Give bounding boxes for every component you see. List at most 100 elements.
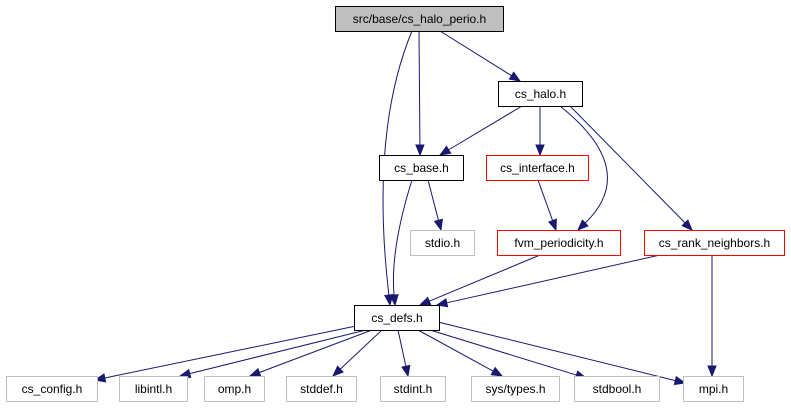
node-systypes: sys/types.h: [471, 376, 560, 402]
edge-line: [259, 329, 373, 373]
node-box: [286, 376, 357, 402]
edge-cs_rank_neighbors-to-mpi: [707, 255, 717, 378]
arrow-head: [707, 365, 717, 378]
node-box: [644, 230, 785, 256]
node-box: [380, 376, 446, 402]
edge-line: [104, 325, 357, 379]
edge-cs_base-to-cs_defs: [389, 179, 413, 307]
node-label: stdio.h: [425, 236, 460, 250]
node-box: [410, 230, 475, 256]
node-label: fvm_periodicity.h: [514, 236, 603, 250]
arrow-head: [490, 366, 504, 377]
edge-line: [429, 329, 577, 376]
arrow-head: [401, 364, 411, 378]
edges-layer: [93, 30, 717, 386]
edge-line: [439, 30, 512, 77]
node-cs-base[interactable]: cs_base.h: [379, 155, 464, 181]
edge-cs_defs-to-stdbool: [429, 329, 588, 380]
node-stddef: stddef.h: [286, 376, 357, 402]
edge-cs_defs-to-mpi: [437, 321, 687, 386]
node-label: stdbool.h: [593, 382, 642, 396]
arrow-head: [332, 365, 344, 377]
edge-cs_defs-to-stdint: [397, 329, 411, 378]
node-fvm-periodicity[interactable]: fvm_periodicity.h: [497, 230, 621, 256]
edge-line: [448, 105, 523, 151]
edge-cs_halo-to-fvm_periodicity: [559, 105, 608, 231]
arrow-head: [415, 144, 425, 157]
node-label: stddef.h: [300, 382, 343, 396]
node-box: [683, 376, 744, 402]
node-label: libintl.h: [135, 382, 172, 396]
edge-line: [382, 30, 413, 296]
node-cs-config: cs_config.h: [6, 376, 98, 402]
arrow-head: [547, 218, 557, 232]
node-mpi: mpi.h: [683, 376, 744, 402]
node-stdbool: stdbool.h: [574, 376, 660, 402]
node-box: [204, 376, 265, 402]
edge-cs_halo-to-cs_rank_neighbors: [569, 105, 693, 231]
edge-line: [418, 30, 421, 146]
node-label: sys/types.h: [485, 382, 545, 396]
edge-line: [446, 254, 661, 304]
node-box: [119, 376, 188, 402]
node-label: cs_rank_neighbors.h: [659, 236, 770, 250]
edge-root-to-cs_halo: [439, 30, 522, 82]
edge-cs_base-to-stdio: [427, 179, 443, 232]
edge-line: [429, 254, 541, 302]
node-label: stdint.h: [394, 382, 433, 396]
arrow-head: [248, 367, 262, 377]
node-omp: omp.h: [204, 376, 265, 402]
edge-cs_defs-to-stddef: [332, 329, 383, 377]
edge-fvm_periodicity-to-cs_defs: [418, 254, 541, 306]
edge-line: [397, 329, 407, 367]
node-label: cs_defs.h: [371, 311, 422, 325]
node-label: mpi.h: [699, 382, 728, 396]
edge-cs_rank_neighbors-to-cs_defs: [435, 254, 661, 308]
node-root[interactable]: src/base/cs_halo_perio.h: [335, 6, 504, 32]
node-cs-interface[interactable]: cs_interface.h: [486, 155, 589, 181]
node-libintl: libintl.h: [119, 376, 188, 402]
node-cs-defs[interactable]: cs_defs.h: [354, 305, 440, 331]
node-cs-halo[interactable]: cs_halo.h: [498, 81, 583, 107]
edge-line: [339, 329, 383, 370]
node-box: [498, 81, 583, 107]
edge-cs_halo-to-cs_base: [438, 105, 523, 156]
edge-line: [417, 329, 494, 372]
node-box: [354, 305, 440, 331]
arrow-head: [389, 294, 399, 307]
arrow-head: [433, 218, 443, 232]
node-cs-rank-neighbors[interactable]: cs_rank_neighbors.h: [644, 230, 785, 256]
node-box: [574, 376, 660, 402]
arrow-head: [508, 71, 522, 82]
node-label: cs_halo.h: [515, 87, 566, 101]
node-box: [379, 155, 464, 181]
arrow-head: [673, 375, 687, 386]
node-label: cs_config.h: [22, 382, 83, 396]
arrow-head: [438, 145, 452, 156]
edge-line: [427, 179, 439, 221]
node-box: [486, 155, 589, 181]
edge-cs_halo-to-cs_interface: [535, 106, 545, 157]
arrow-head: [535, 144, 545, 157]
edge-line: [437, 321, 676, 382]
edge-line: [189, 329, 367, 375]
node-box: [335, 6, 504, 32]
node-box: [6, 376, 98, 402]
edge-cs_defs-to-systypes: [417, 329, 504, 377]
node-label: omp.h: [218, 382, 251, 396]
arrow-head: [435, 298, 449, 308]
node-box: [497, 230, 621, 256]
arrow-head: [577, 219, 589, 231]
node-label: cs_base.h: [394, 161, 449, 175]
edge-cs_interface-to-fvm_periodicity: [537, 179, 557, 232]
edge-line: [569, 105, 686, 224]
arrow-head: [681, 219, 693, 231]
nodes-layer: src/base/cs_halo_perio.h cs_halo.h cs_base…: [6, 6, 785, 402]
edge-root-to-cs_base: [415, 30, 425, 157]
node-label: src/base/cs_halo_perio.h: [353, 12, 486, 26]
edge-line: [392, 179, 413, 296]
node-box: [471, 376, 560, 402]
arrow-head: [418, 296, 432, 306]
edge-line: [559, 105, 608, 224]
